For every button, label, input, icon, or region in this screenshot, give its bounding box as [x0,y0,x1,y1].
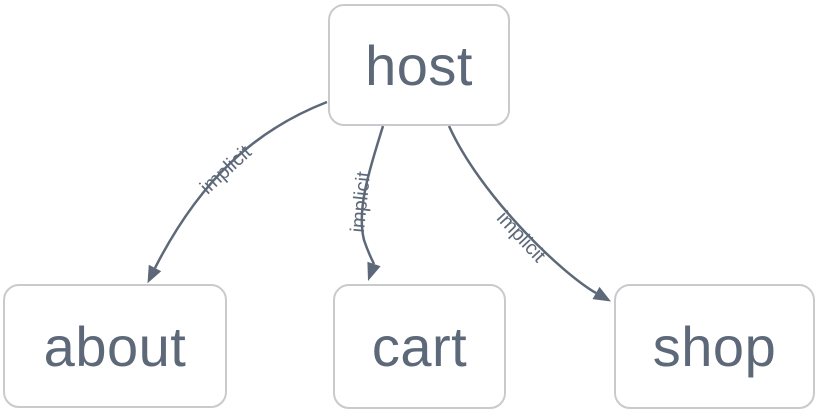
edge-host-about-path [153,100,328,269]
node-cart-label: cart [371,315,468,378]
arrowhead-shop-icon [592,286,611,302]
edge-host-cart-path [360,125,385,265]
edge-host-cart [360,125,385,281]
node-about-label: about [43,314,187,378]
edge-host-about [147,100,328,284]
edge-host-shop [447,125,611,302]
node-shop-label: shop [652,315,777,378]
node-host-label: host [365,33,473,97]
edge-host-shop-path [447,125,597,295]
arrowhead-about-icon [147,264,162,284]
node-cart: cart [333,284,506,409]
arrowhead-cart-icon [367,261,381,281]
node-host: host [328,4,510,126]
node-about: about [3,284,227,408]
node-shop: shop [614,284,815,409]
